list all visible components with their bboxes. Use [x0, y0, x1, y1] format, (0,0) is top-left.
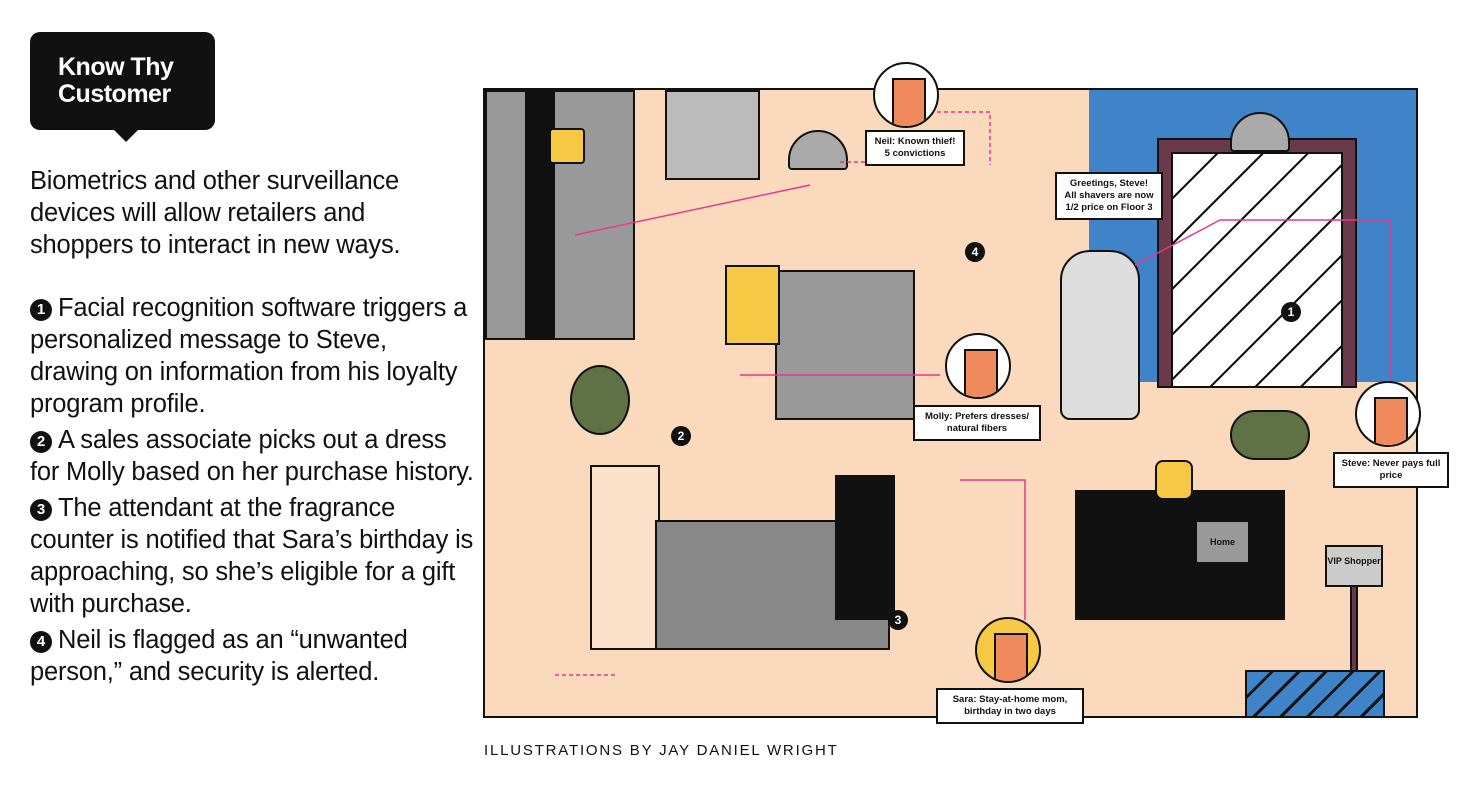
molly-face-icon: [945, 333, 1011, 399]
steve-label: Steve: Never pays full price: [1333, 452, 1449, 488]
vip-post: [1350, 585, 1358, 716]
bag-icon: [549, 128, 585, 164]
glass-shelf: [590, 465, 660, 650]
title: Know Thy Customer: [58, 53, 174, 108]
home-sign: Home: [1195, 520, 1250, 564]
robot-kiosk: [1060, 250, 1140, 420]
sara-label: Sara: Stay-at-home mom, birthday in two …: [936, 688, 1084, 724]
steve-face-icon: [1355, 381, 1421, 447]
recognition-lines: [555, 111, 1391, 676]
item-text: A sales associate picks out a dress for …: [30, 426, 474, 486]
plant-icon: [570, 365, 630, 435]
neil-label: Neil: Known thief! 5 convictions: [865, 130, 965, 166]
number-badge: 3: [30, 499, 52, 521]
illustration-credit: ILLUSTRATIONS BY JAY DANIEL WRIGHT: [484, 742, 839, 759]
scan-line: [960, 479, 1026, 620]
counter-side: [835, 475, 895, 620]
badge-2: 2: [671, 426, 691, 446]
yellow-dress: [725, 265, 780, 345]
number-badge: 2: [30, 431, 52, 453]
escalator: [1245, 670, 1385, 716]
teapot-icon: [1155, 460, 1193, 500]
glass-door: [1171, 152, 1343, 388]
badge-4: 4: [965, 242, 985, 262]
home-shelf: [1075, 490, 1285, 620]
display-shelf: [665, 90, 760, 180]
number-badge: 4: [30, 631, 52, 653]
intro-text: Biometrics and other surveillance device…: [30, 167, 401, 259]
badge-3: 3: [888, 610, 908, 630]
number-badge: 1: [30, 299, 52, 321]
clothes-rack: [775, 270, 915, 420]
molly-label: Molly: Prefers dresses/ natural fibers: [913, 405, 1041, 441]
badge-1: 1: [1281, 302, 1301, 322]
plant-icon: [1230, 410, 1310, 460]
vip-sign: VIP Shopper: [1325, 545, 1383, 587]
item-text: Facial recognition software triggers a p…: [30, 294, 468, 418]
item-text: Neil is flagged as an “unwanted person,”…: [30, 626, 408, 686]
scan-line: [1220, 219, 1391, 380]
sara-face-icon: [975, 617, 1041, 683]
scan-line: [574, 184, 811, 236]
title-bubble: Know Thy Customer: [30, 32, 215, 142]
greeting-label: Greetings, Steve! All shavers are now 1/…: [1055, 172, 1163, 220]
neil-face-icon: [873, 62, 939, 128]
camera-icon: [1230, 112, 1290, 152]
store-illustration: Home VIP Shopper: [483, 88, 1418, 718]
item-text: The attendant at the fragrance counter i…: [30, 494, 474, 618]
